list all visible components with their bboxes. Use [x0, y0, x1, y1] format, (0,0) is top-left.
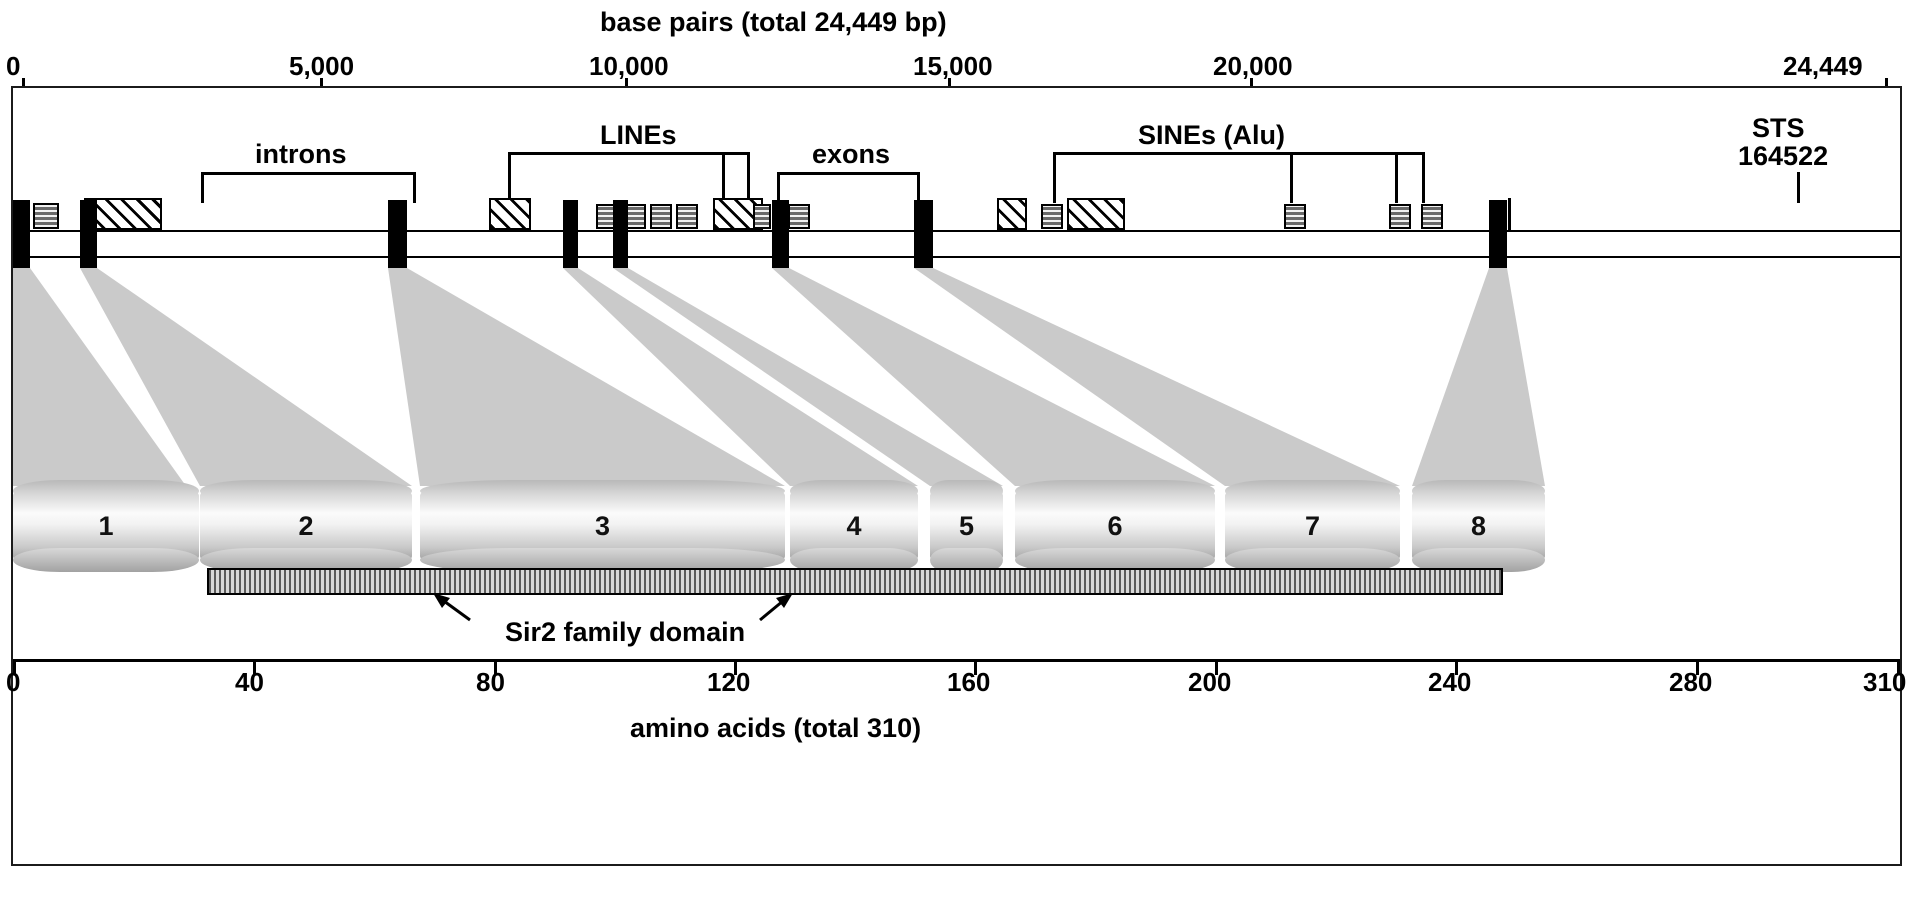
cylinder-bottom	[13, 548, 199, 572]
bp-tick-label-20000: 20,000	[1213, 51, 1293, 81]
aa-tick-mark-200	[1215, 659, 1218, 675]
repeat-sine	[650, 204, 672, 229]
genomic-exon-bar-4	[563, 200, 578, 268]
cylinder-label: 7	[1304, 510, 1321, 541]
bracket-label-lines: LINEs	[600, 120, 677, 150]
protein-exon-cylinder-8: 8	[1412, 480, 1545, 572]
genomic-exon-bar-3	[388, 200, 407, 268]
aa-tick-mark-80	[494, 659, 497, 675]
bracket-lines-leg-2	[722, 152, 725, 203]
sir2-domain-bar	[207, 568, 1503, 595]
aa-tick-mark-240	[1455, 659, 1458, 675]
bracket-lines-leg-3	[747, 152, 750, 203]
bracket-sines-rail	[1053, 152, 1425, 155]
bracket-exons	[777, 172, 920, 203]
protein-exon-cylinder-7: 7	[1225, 480, 1400, 572]
aa-tick-label-120: 120	[707, 667, 751, 697]
aa-tick-label-310: 310	[1863, 667, 1907, 697]
repeat-line	[997, 198, 1027, 230]
repeat-sine	[624, 204, 646, 229]
cylinder-label: 8	[1470, 510, 1487, 541]
bp-tick-label-0: 0	[6, 51, 21, 81]
cylinder-label: 3	[594, 510, 611, 541]
figure-frame	[11, 86, 1902, 866]
sir2-domain-label: Sir2 family domain	[505, 617, 746, 647]
bracket-introns	[201, 172, 416, 203]
genomic-track-band	[13, 230, 1900, 258]
bracket-sines-leg-3	[1395, 152, 1398, 203]
aa-tick-mark-120	[734, 659, 737, 675]
bp-tick-label-24449: 24,449	[1783, 51, 1863, 81]
aa-tick-label-80: 80	[476, 667, 505, 697]
genomic-exon-bar-2	[80, 200, 97, 268]
sts-label-name: STS	[1752, 113, 1805, 143]
repeat-line	[84, 198, 162, 230]
genomic-exon-bar-5	[613, 200, 628, 268]
aa-tick-mark-310	[1897, 659, 1900, 675]
aa-tick-label-0: 0	[6, 667, 21, 697]
aa-tick-label-200: 200	[1188, 667, 1232, 697]
protein-exon-cylinder-1: 1	[13, 480, 199, 572]
repeat-sine	[676, 204, 698, 229]
protein-exon-cylinder-3: 3	[420, 480, 785, 572]
aa-tick-mark-280	[1696, 659, 1699, 675]
bracket-lines-rail	[508, 152, 750, 155]
repeat-sine	[753, 204, 771, 229]
cylinder-label: 5	[958, 510, 975, 541]
genomic-exon-bar-7	[914, 200, 933, 268]
repeat-sine	[1041, 204, 1063, 229]
bracket-label-sines: SINEs (Alu)	[1138, 120, 1286, 150]
bracket-label-introns: introns	[255, 139, 347, 169]
cylinder-label: 2	[298, 510, 314, 541]
aa-tick-label-240: 240	[1428, 667, 1472, 697]
cylinder-label: 4	[846, 510, 862, 541]
repeat-sine	[33, 203, 59, 229]
bracket-sines-leg-4	[1422, 152, 1425, 203]
repeat-line	[1067, 198, 1125, 230]
genomic-exon-bar-1	[13, 200, 30, 268]
bp-tick-label-10000: 10,000	[589, 51, 669, 81]
aa-tick-label-40: 40	[235, 667, 264, 697]
genomic-exon-bar-6	[772, 200, 789, 268]
aa-tick-label-280: 280	[1669, 667, 1713, 697]
genomic-exon-bar-8	[1489, 200, 1507, 268]
bp-tick-label-5000: 5,000	[289, 51, 355, 81]
protein-exon-cylinder-4: 4	[790, 480, 918, 572]
track-right-cap	[1508, 198, 1511, 230]
bracket-lines-leg-1	[508, 152, 511, 203]
aa-tick-mark-160	[974, 659, 977, 675]
aa-axis-line	[13, 659, 1900, 662]
protein-exon-cylinder-5: 5	[930, 480, 1003, 572]
bottom-axis-title: amino acids (total 310)	[630, 713, 922, 743]
sts-label-id: 164522	[1738, 141, 1829, 171]
aa-tick-mark-40	[253, 659, 256, 675]
repeat-line	[489, 198, 531, 230]
cylinder-label: 6	[1107, 510, 1123, 541]
bp-tick-label-15000: 15,000	[913, 51, 993, 81]
protein-exon-cylinder-6: 6	[1015, 480, 1215, 572]
repeat-sine	[1284, 204, 1306, 229]
top-axis-title: base pairs (total 24,449 bp)	[600, 7, 947, 37]
repeat-sine	[1389, 204, 1411, 229]
aa-tick-label-160: 160	[947, 667, 991, 697]
repeat-sine	[1421, 204, 1443, 229]
aa-tick-mark-0	[13, 659, 16, 675]
protein-exon-cylinder-2: 2	[200, 480, 412, 572]
cylinder-label: 1	[98, 510, 114, 541]
bracket-sines-leg-2	[1290, 152, 1293, 203]
bracket-label-exons: exons	[812, 139, 891, 169]
repeat-sine	[788, 204, 810, 229]
bracket-sines-leg-1	[1053, 152, 1056, 203]
sts-leader-line	[1797, 172, 1800, 203]
